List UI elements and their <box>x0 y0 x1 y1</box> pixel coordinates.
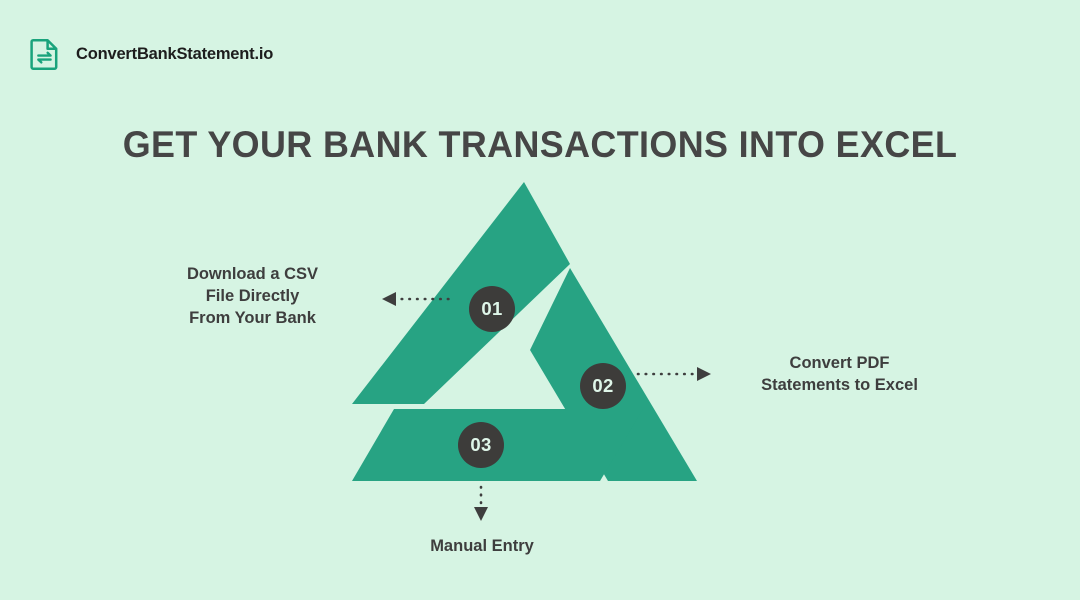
page-title: GET YOUR BANK TRANSACTIONS INTO EXCEL <box>122 124 958 165</box>
brand-logo[interactable]: ConvertBankStatement.io <box>28 37 273 71</box>
connector-03 <box>474 485 488 521</box>
step-label-03: Manual Entry <box>430 537 534 555</box>
step-label-02: Convert PDF Statements to Excel <box>761 354 918 394</box>
step-badge-03: 03 <box>458 422 504 468</box>
step-badge-01: 01 <box>469 286 515 332</box>
triangle-segment-01 <box>352 182 570 404</box>
step-badge-02: 02 <box>580 363 626 409</box>
file-swap-icon <box>30 38 58 70</box>
connector-02 <box>636 367 711 381</box>
brand-name: ConvertBankStatement.io <box>76 44 274 63</box>
connector-01 <box>382 292 454 306</box>
step-label-01: Download a CSV File Directly From Your B… <box>186 265 319 327</box>
